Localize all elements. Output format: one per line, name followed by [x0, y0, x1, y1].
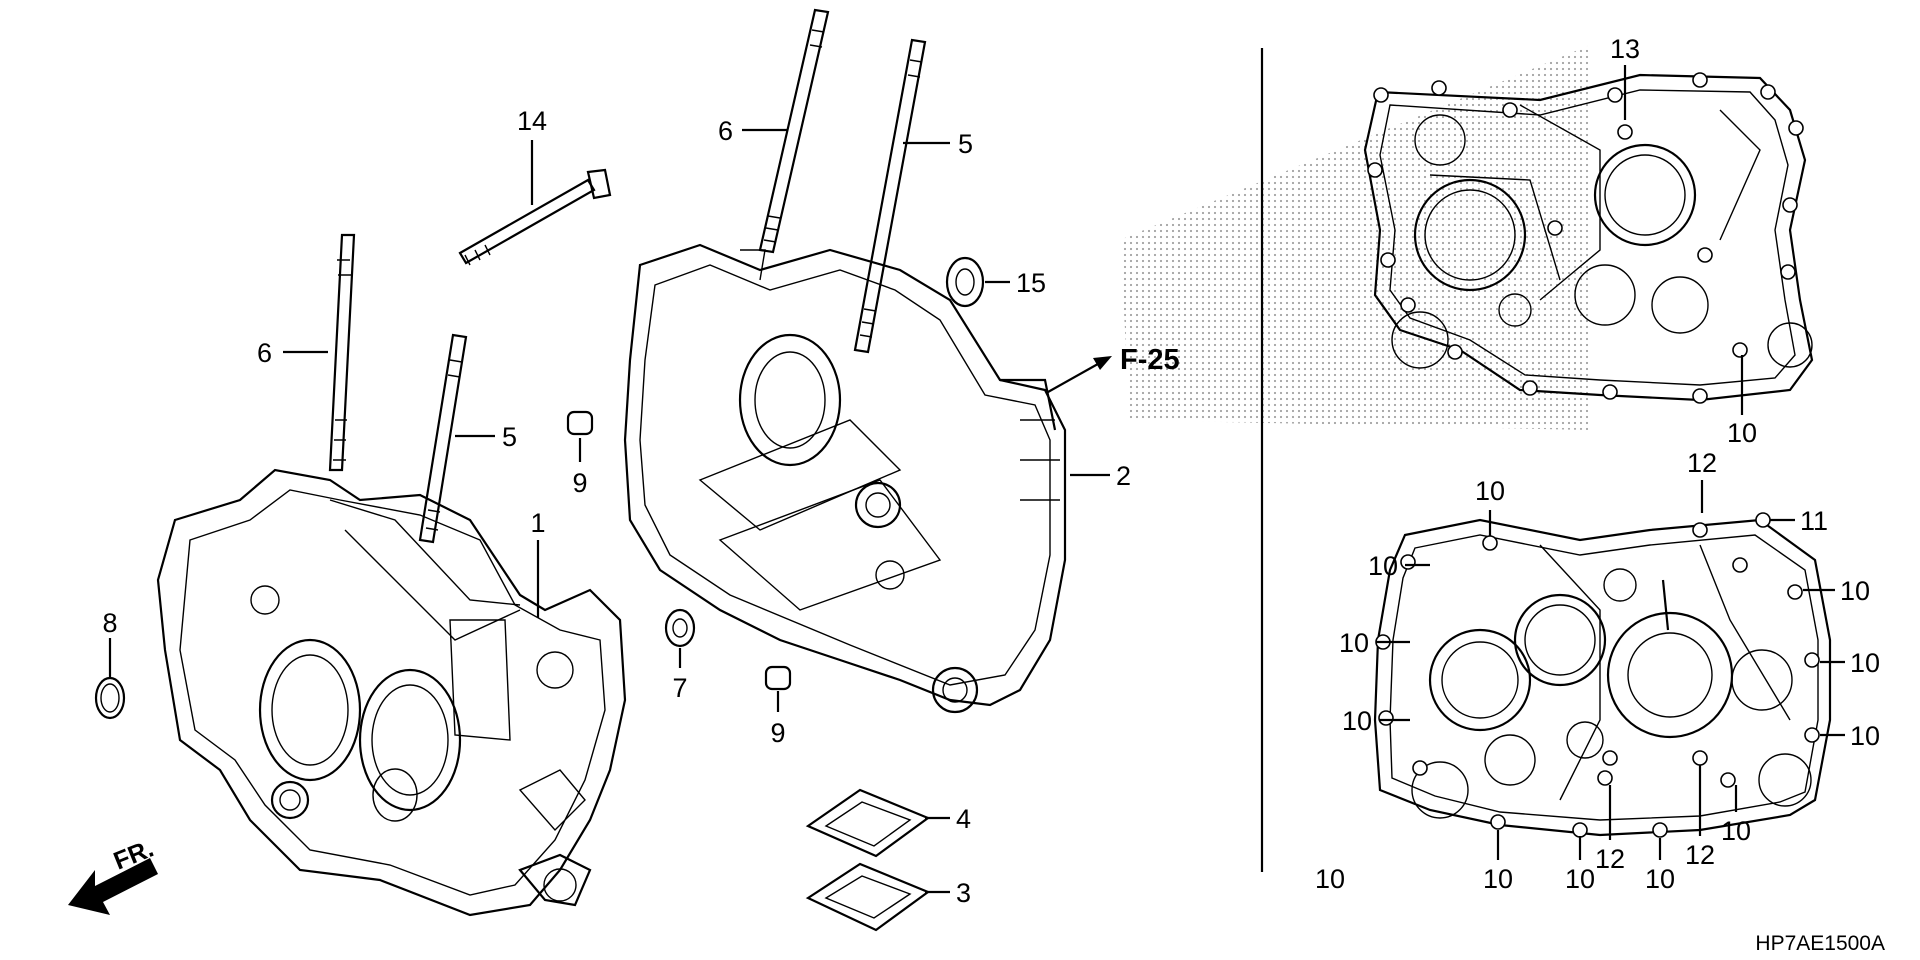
front-direction-arrow	[68, 858, 158, 915]
callout-10-b10: 10	[1565, 864, 1595, 894]
callout-10-b12: 10	[1315, 864, 1345, 894]
callout-6-left: 6	[257, 338, 272, 368]
top-right-case-view	[1363, 73, 1814, 402]
dotted-watermark	[1120, 45, 1590, 430]
top-right-bolts	[1367, 72, 1804, 404]
right-studs	[758, 8, 927, 354]
callout-10-b9: 10	[1483, 864, 1513, 894]
callout-6-right: 6	[718, 116, 733, 146]
callout-10-b2: 10	[1368, 551, 1398, 581]
callout-10-b8: 10	[1721, 816, 1751, 846]
callout-10-b1: 10	[1475, 476, 1505, 506]
leader-lines	[108, 65, 1845, 894]
callout-12-b1: 12	[1687, 448, 1717, 478]
callout-9-upper: 9	[572, 468, 587, 498]
dowel-9b	[764, 665, 792, 691]
callout-5-right: 5	[958, 129, 973, 159]
dowel-9a	[566, 410, 594, 436]
left-crankcase	[156, 468, 627, 917]
callout-10-top-view: 10	[1727, 418, 1757, 448]
callout-14: 14	[517, 106, 547, 136]
callout-10-b3: 10	[1840, 576, 1870, 606]
callout-12-b3: 12	[1685, 840, 1715, 870]
callout-15: 15	[1016, 268, 1046, 298]
left-studs	[328, 168, 612, 544]
diagram-code: HP7AE1500A	[1755, 932, 1885, 955]
callout-4: 4	[956, 804, 971, 834]
callout-1: 1	[530, 508, 545, 538]
gasket-3	[805, 862, 931, 932]
callout-3: 3	[956, 878, 971, 908]
callout-10-b5: 10	[1850, 648, 1880, 678]
callout-5-left: 5	[502, 422, 517, 452]
o-ring-8	[94, 676, 126, 720]
callout-2: 2	[1116, 461, 1131, 491]
reference-f25: F-25	[1120, 344, 1180, 376]
bottom-right-bolts	[1375, 512, 1820, 838]
callout-9-lower: 9	[770, 718, 785, 748]
callout-10-b11: 10	[1645, 864, 1675, 894]
callout-8: 8	[102, 608, 117, 638]
callout-10-b7: 10	[1850, 721, 1880, 751]
screen-4	[805, 788, 931, 858]
bottom-right-case-view	[1373, 518, 1832, 837]
right-crankcase	[623, 243, 1067, 714]
callout-11: 11	[1800, 506, 1828, 536]
seal-15	[945, 256, 985, 308]
f25-reference-arrow	[1047, 356, 1112, 393]
callout-7: 7	[672, 673, 687, 703]
callout-12-b2: 12	[1595, 844, 1625, 874]
callout-13: 13	[1610, 34, 1640, 64]
callout-10-b6: 10	[1342, 706, 1372, 736]
seal-7	[664, 608, 696, 648]
callout-10-b4: 10	[1339, 628, 1369, 658]
